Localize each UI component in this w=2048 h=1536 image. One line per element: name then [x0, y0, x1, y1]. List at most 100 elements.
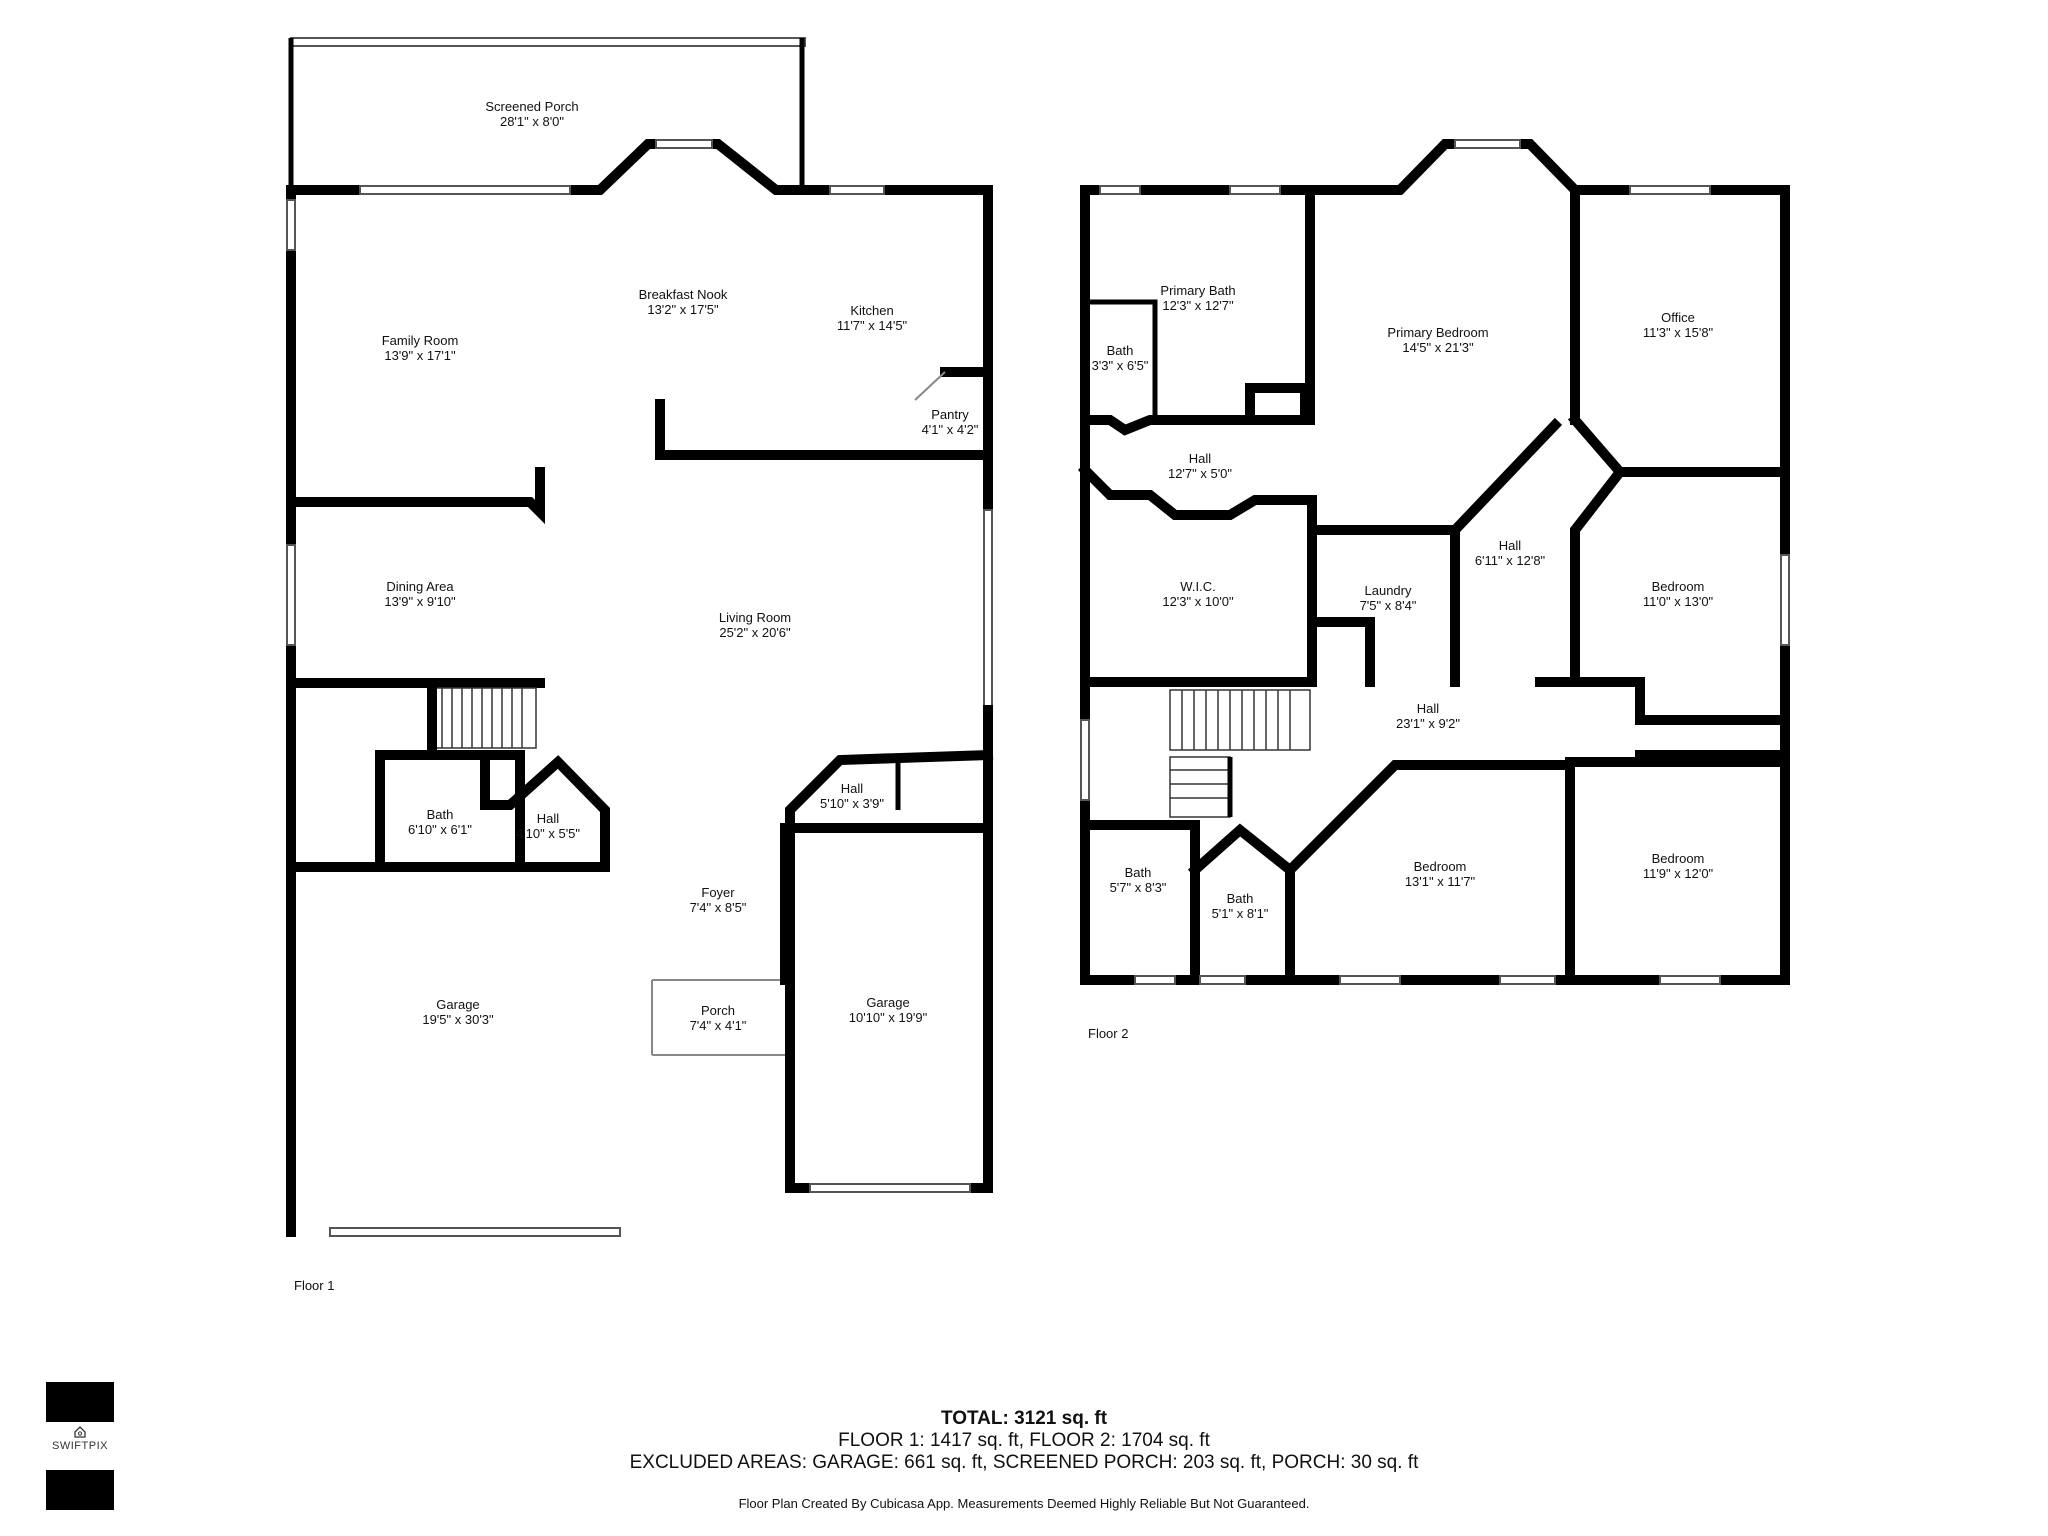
hall2-floor1-wall	[785, 749, 994, 827]
room-size: 23'1" x 9'2"	[1395, 716, 1461, 731]
room-size: 5'10" x 3'9"	[819, 796, 885, 811]
room-size: 12'3" x 10'0"	[1162, 594, 1234, 609]
hall-floor1-wall	[480, 750, 610, 872]
window-f2-1	[1099, 185, 1141, 195]
window-right-1	[983, 509, 993, 711]
room-name: Family Room	[381, 333, 459, 348]
room-size: 14'5" x 21'3"	[1402, 340, 1474, 355]
floor1-label: Floor 1	[294, 1278, 335, 1293]
window-f2-left	[1080, 719, 1090, 801]
logo-block-bottom	[46, 1470, 114, 1510]
room-name: Bath	[1124, 865, 1152, 880]
room-name: Bath	[426, 807, 454, 822]
room-size: 13'9" x 9'10"	[384, 594, 456, 609]
room-size: 28'1" x 8'0"	[499, 114, 565, 129]
room-name: Bath	[1226, 891, 1254, 906]
room-name: Primary Bedroom	[1387, 325, 1489, 340]
logo-text: SWIFTPIX	[52, 1440, 108, 1452]
room-size: 4'10" x 5'5"	[515, 826, 581, 841]
room-size: 13'2" x 17'5"	[647, 302, 719, 317]
room-size: 4'1" x 4'2"	[921, 422, 979, 437]
closet-box	[1245, 383, 1310, 425]
room-name: Porch	[701, 1003, 735, 1018]
room-size: 3'3" x 6'5"	[1091, 358, 1149, 373]
room-size: 11'0" x 13'0"	[1642, 594, 1714, 609]
swiftpix-logo: SWIFTPIX	[46, 1382, 114, 1510]
window-f2-bot-2	[1199, 975, 1246, 985]
room-name: Bedroom	[1651, 851, 1705, 866]
window-left-1	[286, 199, 296, 251]
laundry-inner	[1307, 617, 1375, 687]
room-size: 7'5" x 8'4"	[1359, 598, 1417, 613]
bath-floor1-walls	[375, 750, 525, 872]
floor1-walls	[286, 37, 994, 1237]
excluded-areas: EXCLUDED AREAS: GARAGE: 661 sq. ft, SCRE…	[629, 1452, 1419, 1473]
room-name: Primary Bath	[1160, 283, 1236, 298]
room-name: Office	[1661, 310, 1695, 325]
small-bath-walls	[1085, 299, 1158, 420]
room-size: 5'1" x 8'1"	[1211, 906, 1269, 921]
room-name: Breakfast Nook	[638, 287, 728, 302]
stairs-floor1	[431, 687, 537, 749]
room-name: Living Room	[718, 610, 792, 625]
room-name: Hall	[1188, 451, 1212, 466]
total-area: TOTAL: 3121 sq. ft	[940, 1408, 1108, 1429]
stair-treads-floor1	[441, 688, 523, 748]
room-size: 13'9" x 17'1"	[384, 348, 456, 363]
room-name: Bath	[1106, 343, 1134, 358]
room-name: Foyer	[701, 885, 735, 900]
room-size: 11'3" x 15'8"	[1642, 325, 1714, 340]
room-size: 10'10" x 19'9"	[848, 1010, 928, 1025]
stair-treads-floor2	[1170, 690, 1291, 799]
hall-f2-upper	[1080, 415, 1310, 436]
room-name: Laundry	[1364, 583, 1412, 598]
window-f2-bay	[1454, 139, 1521, 149]
room-size: 6'11" x 12'8"	[1474, 553, 1546, 568]
room-size: 12'7" x 5'0"	[1167, 466, 1233, 481]
stairs-floor2-upper	[1169, 689, 1311, 751]
room-size: 7'4" x 4'1"	[689, 1018, 747, 1033]
window-f2-right	[1780, 554, 1790, 646]
floor-areas: FLOOR 1: 1417 sq. ft, FLOOR 2: 1704 sq. …	[838, 1430, 1210, 1451]
floor2-walls	[1077, 139, 1790, 985]
room-name: Garage	[866, 995, 910, 1010]
room-wic: W.I.C.12'3" x 10'0"	[1162, 579, 1233, 609]
room-size: 19'5" x 30'3"	[422, 1012, 494, 1027]
bath2-f2-walls	[1187, 823, 1295, 985]
room-name: Hall	[1416, 701, 1440, 716]
window-kitchen	[829, 185, 885, 195]
window-left-2	[286, 544, 296, 646]
window-f2-2	[1229, 185, 1281, 195]
pantry-door	[914, 371, 946, 401]
window-f2-bot-5	[1659, 975, 1721, 985]
window-f2-bot-4	[1499, 975, 1556, 985]
bedroom-bottom-left-walls	[1282, 760, 1575, 985]
room-name: Hall	[536, 811, 560, 826]
window-bay	[655, 139, 713, 149]
room-name: W.I.C.	[1180, 579, 1216, 594]
window-f2-bot-3	[1339, 975, 1401, 985]
room-name: Dining Area	[386, 579, 454, 594]
kitchen-island-wall	[655, 399, 993, 460]
room-size: 12'3" x 12'7"	[1162, 298, 1234, 313]
